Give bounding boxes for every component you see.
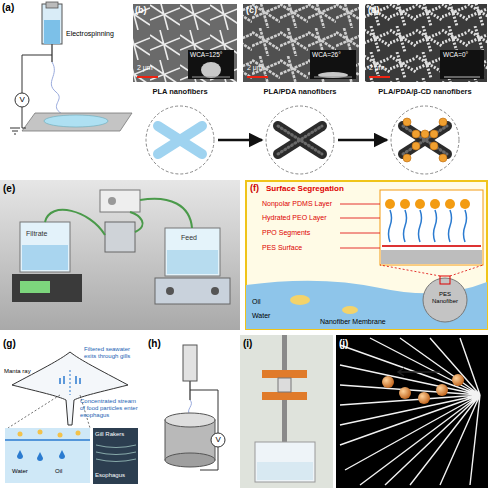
layer-label: Hydrated PEO Layer (262, 214, 327, 222)
scale-bar-label: 2 μm (369, 64, 385, 72)
layer-label: PPO Segments (262, 229, 310, 237)
panel-label: (e) (3, 183, 15, 195)
contact-angle-label: WCA=125° (190, 51, 222, 58)
fiber-stage-node: PLA/PDA nanofibers (264, 104, 336, 176)
contact-angle-label: WCA=26° (312, 51, 341, 58)
fiber-schematic (264, 104, 336, 176)
phase-label: Oil (55, 468, 62, 475)
photo-label: Gill Rakers (95, 431, 124, 438)
scale-bar-label: 2 μm (247, 64, 263, 72)
process-arrow (218, 139, 262, 142)
fiber-schematic (144, 104, 216, 176)
scale-bar-label: 2 μm (137, 64, 153, 72)
annotation-text: Concentrated stream of food particles en… (80, 398, 140, 419)
photo-label: Esophagus (95, 472, 125, 479)
phase-label: Water (12, 468, 28, 475)
stage-heading: PLA nanofibers (152, 87, 207, 96)
panel-label: (c) (246, 5, 257, 15)
layer-label: Nonpolar PDMS Layer (262, 200, 332, 208)
phase-label: Water (252, 312, 270, 320)
panel-label: (d) (368, 5, 380, 15)
panel-label: (i) (243, 338, 252, 350)
fiber-stage-node: PLA/PDA/β-CD nanofibers (389, 104, 461, 176)
animal-label: Manta ray (4, 368, 31, 375)
panel-label: (h) (148, 338, 161, 350)
vessel-label: Feed (181, 234, 197, 242)
vessel-label: Filtrate (26, 230, 47, 238)
process-label: Electrospinning (66, 30, 114, 38)
panel-label: (a) (2, 2, 14, 14)
contact-angle-label: WCA=0° (443, 51, 468, 58)
section-heading: Surface Segregation (266, 184, 344, 193)
panel-label: (j) (339, 338, 348, 350)
fiber-label: PES Nanofiber (426, 291, 464, 305)
voltage-symbol: V (216, 435, 221, 444)
stage-heading: PLA/PDA nanofibers (263, 87, 336, 96)
process-arrow (338, 139, 387, 142)
stage-heading: PLA/PDA/β-CD nanofibers (378, 87, 471, 96)
voltage-symbol: V (20, 95, 25, 104)
panel-label: (g) (3, 338, 16, 350)
panel-label: (f) (250, 183, 259, 193)
membrane-label: Nanofiber Membrane (320, 318, 386, 326)
fiber-stage-node: PLA nanofibers (144, 104, 216, 176)
annotation-text: Filtered seawater exits through gills (84, 346, 139, 360)
phase-label: Oil (252, 298, 261, 306)
layer-label: PES Surface (262, 244, 302, 252)
fiber-schematic (389, 104, 461, 176)
panel-label: (b) (135, 5, 147, 15)
